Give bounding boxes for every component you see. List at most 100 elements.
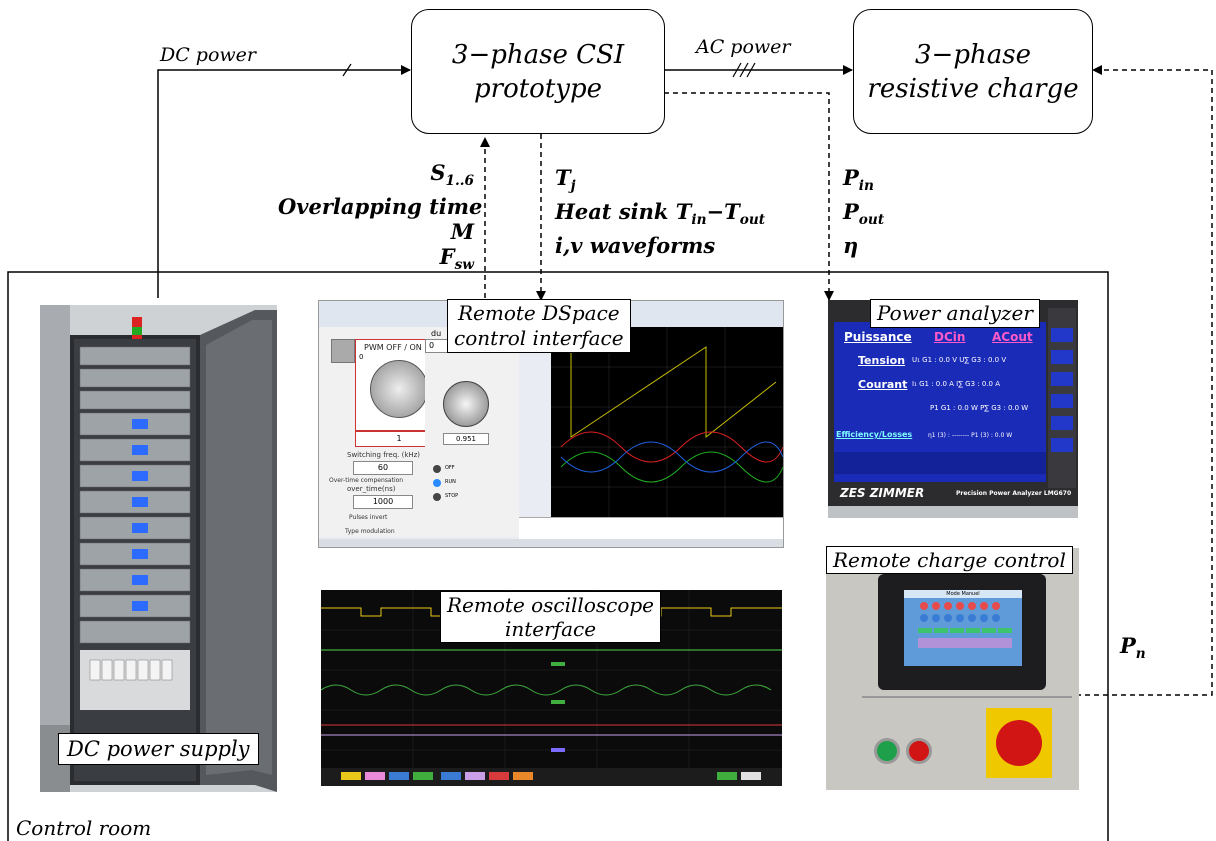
softkey-6[interactable] xyxy=(1051,438,1073,452)
control-room-frame xyxy=(7,271,1109,841)
courant-values: I₁ G1 : 0.0 A I∑ G3 : 0.0 A xyxy=(912,380,1000,388)
hmi-buttons xyxy=(918,602,1012,648)
dspace-status-bar xyxy=(319,539,783,547)
hmi-bezel: Mode Manuel xyxy=(878,574,1046,690)
dspace-tag-line2: control interface xyxy=(454,326,624,350)
dspace-small-knob[interactable] xyxy=(331,339,355,363)
ac-tick-2 xyxy=(739,62,749,78)
emergency-stop-button[interactable] xyxy=(996,720,1042,766)
dc-power-arrow xyxy=(157,65,411,298)
dspace-signal-table xyxy=(519,517,783,540)
over-time-label: over_time(ns) xyxy=(347,485,396,493)
csi-title-line1: 3−phase CSI xyxy=(451,39,625,70)
charge-control-tag: Remote charge control xyxy=(826,546,1073,574)
hmi-title: Mode Manuel xyxy=(904,590,1022,598)
stop-label: STOP xyxy=(445,493,459,499)
resistive-load-block: 3−phase resistive charge xyxy=(853,9,1093,134)
oscilloscope-tag-line2: interface xyxy=(504,617,597,641)
knob-value-display: 0.951 xyxy=(443,433,489,445)
estop-housing xyxy=(986,708,1052,778)
junction-temp-label: Tj xyxy=(555,165,576,195)
input-power-label: Pin xyxy=(843,165,874,195)
nominal-power-label: Pn xyxy=(1120,633,1146,663)
dcin-label: DCin xyxy=(934,330,966,344)
dspace-screenshot: PWM OFF / ON 0 1 1 Switching freq. (kHz)… xyxy=(318,300,784,548)
ac-tick-1 xyxy=(732,62,742,78)
switch-signals-label: S1..6 xyxy=(430,160,474,190)
control-room-label: Control room xyxy=(16,816,152,840)
start-button[interactable] xyxy=(874,738,900,764)
softkey-1[interactable] xyxy=(1051,328,1073,342)
dc-supply-tag: DC power supply xyxy=(58,733,259,765)
type-modulation-label: Type modulation xyxy=(345,528,395,535)
acout-label: ACout xyxy=(992,330,1033,344)
csi-title-line2: prototype xyxy=(474,73,602,104)
puissance-label: Puissance xyxy=(844,330,912,344)
switch-freq-input[interactable]: 60 xyxy=(353,461,413,475)
efficiency-losses-label: Efficiency/Losses xyxy=(836,430,913,439)
softkey-3[interactable] xyxy=(1051,372,1073,386)
softkey-4[interactable] xyxy=(1051,394,1073,408)
charge-control-photo: Mode Manuel xyxy=(826,548,1079,790)
run-label: RUN xyxy=(445,479,456,485)
off-led[interactable] xyxy=(433,465,441,473)
analyzer-model: Precision Power Analyzer LMG670 xyxy=(956,490,1072,497)
heatsink-temp-label: Heat sink Tin−Tout xyxy=(555,199,766,229)
run-led[interactable] xyxy=(433,479,441,487)
pwm-label: PWM OFF / ON xyxy=(364,343,422,352)
stop-led[interactable] xyxy=(433,493,441,501)
oscilloscope-screenshot xyxy=(321,590,782,786)
analyzer-screen: Puissance DCin ACout Tension U₁ G1 : 0.0… xyxy=(834,322,1046,482)
oscilloscope-tag-line1: Remote oscilloscope xyxy=(447,593,655,617)
stop-button[interactable] xyxy=(906,738,932,764)
efficiency-label: η xyxy=(843,233,859,259)
power-labels: Pin Pout η xyxy=(843,165,884,258)
cabinet-illustration xyxy=(40,305,277,792)
power-analyzer-tag: Power analyzer xyxy=(870,299,1040,328)
load-title-line2: resistive charge xyxy=(867,73,1079,104)
analyzer-brand: ZES ZIMMER xyxy=(840,486,925,500)
overlap-label: Overlapping time xyxy=(278,194,483,220)
ac-tick-3 xyxy=(746,62,756,78)
load-title-line1: 3−phase xyxy=(915,39,1031,70)
power-values: P1 G1 : 0.0 W P∑ G3 : 0.0 W xyxy=(930,404,1029,412)
switch-freq-label: Switching freq. (kHz) xyxy=(347,451,421,459)
analyzer-softkeys xyxy=(1048,308,1076,488)
power-analyzer-photo: Puissance DCin ACout Tension U₁ G1 : 0.0… xyxy=(828,300,1078,518)
measurement-labels: Tj Heat sink Tin−Tout i,v waveforms xyxy=(555,165,765,258)
dspace-mid-panel: du 0 0.951 OFF RUN STOP xyxy=(425,327,519,537)
power-measure-arrow xyxy=(664,92,834,301)
dspace-tag-line1: Remote DSpace xyxy=(457,301,620,325)
csi-prototype-block: 3−phase CSI prototype xyxy=(411,9,665,134)
output-power-label: Pout xyxy=(843,199,885,229)
waveforms-label: i,v waveforms xyxy=(555,233,716,259)
du-label: du xyxy=(431,329,442,338)
dspace-tag: Remote DSpace control interface xyxy=(447,299,631,353)
load-control-arrow xyxy=(1076,65,1213,696)
over-time-input[interactable]: 1000 xyxy=(353,495,413,509)
softkey-2[interactable] xyxy=(1051,350,1073,364)
panel-divider xyxy=(862,696,1072,698)
pwm-rotary-switch[interactable] xyxy=(370,360,428,418)
ac-power-label: AC power xyxy=(696,36,791,58)
modulation-index-label: M xyxy=(450,219,474,245)
courant-label: Courant xyxy=(858,378,908,391)
over-comp-label: Over-time compensation xyxy=(329,477,404,484)
pwm-zero: 0 xyxy=(359,353,364,361)
oscilloscope-tag: Remote oscilloscope interface xyxy=(440,591,662,643)
dspace-waveforms xyxy=(551,327,783,517)
oscilloscope-waveforms xyxy=(321,590,782,786)
analyzer-casing-bottom xyxy=(828,506,1078,518)
efficiency-values: η1 (3) : -------- P1 (3) : 0.0 W xyxy=(928,432,1013,439)
softkey-5[interactable] xyxy=(1051,416,1073,430)
duty-knob[interactable] xyxy=(443,381,489,427)
tension-label: Tension xyxy=(858,354,906,367)
tension-values: U₁ G1 : 0.0 V U∑ G3 : 0.0 V xyxy=(912,356,1007,364)
dc-supply-photo xyxy=(40,305,277,792)
switching-freq-label: Fsw xyxy=(439,244,474,274)
hmi-screen[interactable]: Mode Manuel xyxy=(904,590,1022,666)
dspace-plot xyxy=(551,327,783,517)
dc-single-phase-tick xyxy=(342,63,352,77)
